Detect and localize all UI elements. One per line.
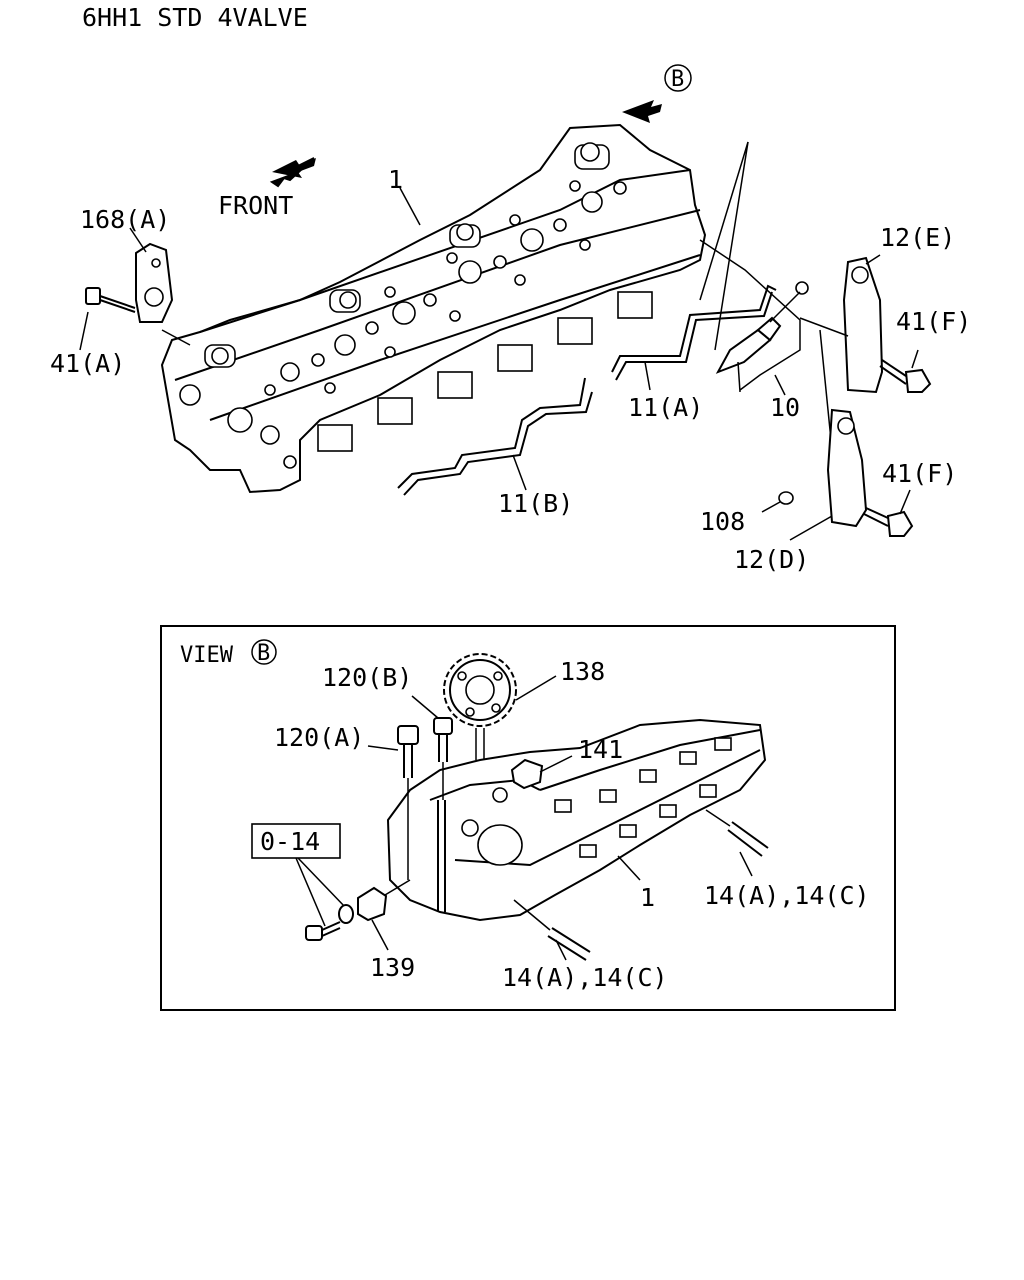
part-141-plug [510, 758, 544, 790]
callout-41a: 41(A) [50, 349, 125, 378]
part-108-oring [778, 491, 794, 505]
callout-10: 10 [770, 393, 800, 422]
part-41a-bolt [85, 287, 136, 313]
kit-box-label: 0-14 [260, 827, 320, 856]
part-14-stud-right [705, 809, 769, 857]
callout-138: 138 [560, 657, 605, 686]
head-rear-view [386, 718, 767, 922]
callout-120a: 120(A) [274, 723, 364, 752]
diagram-title: 6HH1 STD 4VALVE [82, 3, 308, 32]
view-label: VIEW [180, 643, 234, 668]
cylinder-head [160, 123, 707, 494]
callout-14ac-bottom: 14(A),14(C) [502, 963, 668, 992]
kit-box-0-14 [251, 823, 341, 859]
part-14-stud-bottom [513, 899, 591, 961]
callout-108: 108 [700, 507, 745, 536]
part-10-injector [715, 281, 809, 374]
front-label: FRONT [218, 191, 293, 220]
callout-41f-bottom: 41(F) [882, 459, 957, 488]
callout-41f-top: 41(F) [896, 307, 971, 336]
part-120b-bolt [433, 717, 453, 800]
callout-139: 139 [370, 953, 415, 982]
callout-1-head: 1 [388, 165, 403, 194]
callout-1-view: 1 [640, 883, 655, 912]
part-168a-cover [135, 242, 174, 323]
view-b-marker: B [622, 64, 692, 123]
callout-141: 141 [578, 735, 623, 764]
part-41f-bolt-bottom [863, 507, 914, 537]
callout-11b: 11(B) [498, 489, 573, 518]
view-b-panel [160, 625, 896, 1011]
view-b-letter: B [671, 67, 684, 92]
part-11b-pipe [397, 377, 586, 489]
part-139-set [305, 879, 411, 941]
callout-120b: 120(B) [322, 663, 412, 692]
part-12e-bracket [842, 256, 884, 394]
part-120a-bolt [397, 725, 419, 880]
part-41f-bolt-top [879, 359, 932, 393]
part-138-gear [443, 653, 517, 760]
callout-12e: 12(E) [880, 223, 955, 252]
callout-14ac-right: 14(A),14(C) [704, 881, 870, 910]
view-letter: B [257, 641, 270, 666]
callout-11a: 11(A) [628, 393, 703, 422]
part-11a-pipe [611, 284, 777, 373]
front-arrow [269, 157, 316, 188]
callout-168a: 168(A) [80, 205, 170, 234]
callout-12d: 12(D) [734, 545, 809, 574]
